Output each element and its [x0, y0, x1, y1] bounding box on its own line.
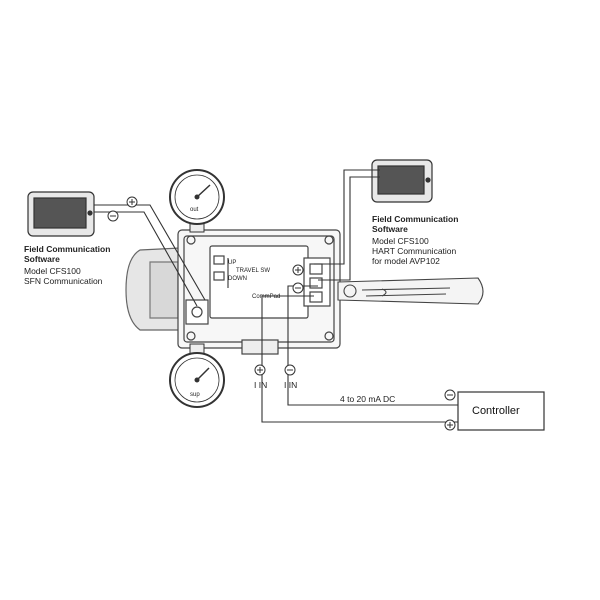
- i-in-minus-label: I IN: [284, 380, 298, 390]
- label-commpad: CommPad: [252, 294, 281, 300]
- signal-label: 4 to 20 mA DC: [340, 394, 396, 404]
- top-gauge: [169, 169, 225, 233]
- right-software-model: Model CFS100: [372, 236, 429, 246]
- label-up: UP: [228, 260, 237, 266]
- right-software-title: Field Communication Software: [372, 214, 458, 234]
- left-software-comm: SFN Communication: [24, 276, 103, 286]
- positioner-body: [125, 229, 341, 355]
- left-software-title: Field Communication Software: [24, 244, 110, 264]
- left-software-model: Model CFS100: [24, 266, 81, 276]
- left-laptop-icon: [27, 191, 95, 237]
- controller-box: [457, 391, 545, 431]
- polarity-symbols: [110, 199, 453, 428]
- wires: [94, 169, 458, 423]
- label-down: DOWN: [228, 276, 247, 282]
- top-gauge-label: out: [190, 207, 199, 213]
- i-in-plus-label: I IN: [254, 380, 268, 390]
- right-laptop-icon: [371, 159, 433, 203]
- right-software-title-line1: Field Communication: [372, 214, 459, 224]
- feedback-lever: [337, 277, 484, 305]
- right-software-note: for model AVP102: [372, 256, 440, 266]
- bottom-gauge: [169, 343, 225, 408]
- bottom-gauge-label: sup: [190, 392, 200, 398]
- label-travel-sw: TRAVEL SW: [236, 268, 271, 274]
- left-software-title-line1: Field Communication: [24, 244, 111, 254]
- right-software-title-line2: Software: [372, 224, 408, 234]
- controller-label: Controller: [472, 405, 520, 417]
- right-software-comm: HART Communication: [372, 246, 457, 256]
- left-software-title-line2: Software: [24, 254, 60, 264]
